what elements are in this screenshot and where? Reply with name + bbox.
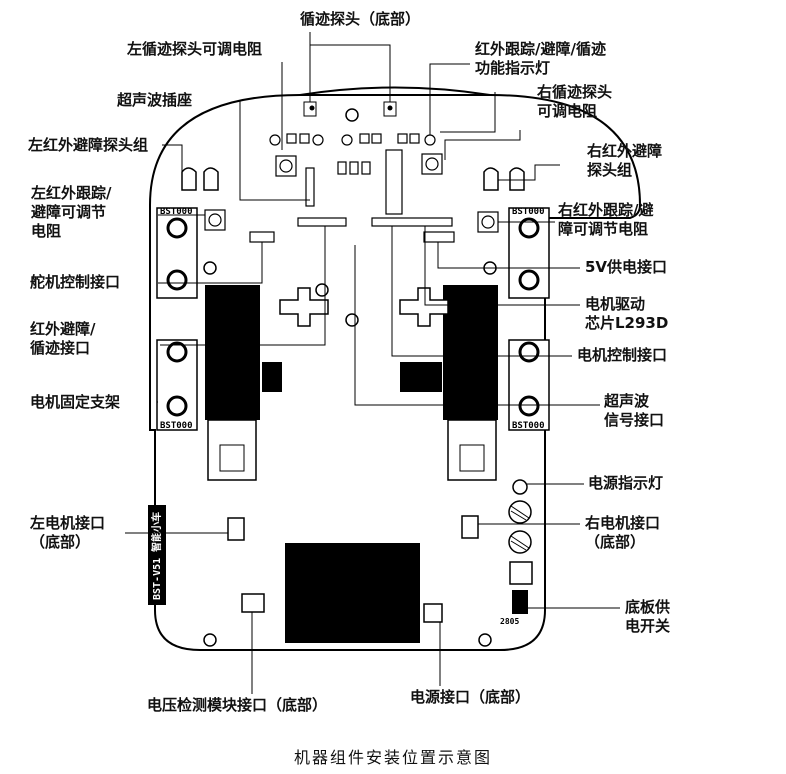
power-switch: [512, 590, 528, 614]
bracket-label: BST000: [160, 207, 193, 217]
label-motor-ctrl-port: 电机控制接口: [577, 346, 668, 364]
label-power-led: 电源指示灯: [588, 474, 664, 492]
label-servo-port: 舵机控制接口: [30, 273, 121, 291]
switch-silk: 2805: [500, 617, 519, 626]
label-right-motor-1: 右电机接口: [585, 514, 661, 532]
label-right-ir-probe-2: 探头组: [587, 161, 633, 179]
label-left-ir-probe: 左红外避障探头组: [28, 136, 149, 154]
label-left-ir-pot-2: 避障可调节: [31, 203, 107, 221]
label-motor-driver-2: 芯片L293D: [585, 314, 669, 332]
label-voltage-port: 电压检测模块接口（底部）: [147, 696, 328, 714]
label-power-switch-1: 底板供: [625, 598, 671, 616]
label-track-probe: 循迹探头（底部）: [300, 10, 421, 28]
left-ir-socket: [181, 167, 197, 191]
label-right-ir-pot-1: 右红外跟踪/避: [558, 201, 654, 219]
power-connector: [423, 603, 443, 623]
label-left-motor-1: 左电机接口: [30, 514, 106, 532]
left-motor: [205, 285, 260, 420]
label-right-ir-pot-2: 障可调节电阻: [558, 220, 649, 238]
figure-caption: 机器组件安装位置示意图: [293, 748, 492, 767]
label-power-5v: 5V供电接口: [585, 258, 668, 276]
label-right-ir-probe-1: 右红外避障: [587, 142, 663, 160]
label-power-switch-2: 电开关: [625, 617, 671, 635]
bracket-label: BST000: [512, 421, 545, 431]
label-left-ir-pot-1: 左红外跟踪/: [31, 184, 112, 202]
label-left-track-pot: 左循迹探头可调电阻: [127, 40, 263, 58]
label-ultrasonic-signal-1: 超声波: [604, 392, 650, 410]
label-ir-indicator-1: 红外跟踪/避障/循迹: [475, 40, 606, 58]
label-right-track-pot-2: 可调电阻: [537, 102, 598, 120]
label-left-ir-pot-3: 电阻: [31, 222, 62, 240]
bracket-label: BST000: [160, 421, 193, 431]
label-ultrasonic-socket: 超声波插座: [117, 91, 193, 109]
label-left-motor-2: （底部）: [30, 533, 91, 551]
right-motor-connector: [461, 515, 479, 539]
battery-module: [285, 543, 420, 643]
bracket-label: BST000: [512, 207, 545, 217]
label-power-port: 电源接口（底部）: [410, 688, 531, 706]
label-motor-bracket: 电机固定支架: [30, 393, 121, 411]
label-ir-indicator-2: 功能指示灯: [475, 59, 551, 77]
label-right-track-pot-1: 右循迹探头: [537, 83, 613, 101]
right-ir-socket: [483, 167, 499, 191]
board-name: BST-V51 智能小车: [150, 512, 163, 600]
left-motor-connector: [227, 517, 245, 541]
label-right-motor-2: （底部）: [585, 533, 646, 551]
voltage-connector: [241, 593, 265, 613]
right-motor: [443, 285, 498, 420]
label-motor-driver-1: 电机驱动: [585, 295, 646, 313]
power-led: [512, 479, 528, 495]
label-ultrasonic-signal-2: 信号接口: [604, 411, 665, 429]
label-ir-track-port-2: 循迹接口: [30, 339, 91, 357]
label-ir-track-port-1: 红外避障/: [30, 320, 96, 338]
